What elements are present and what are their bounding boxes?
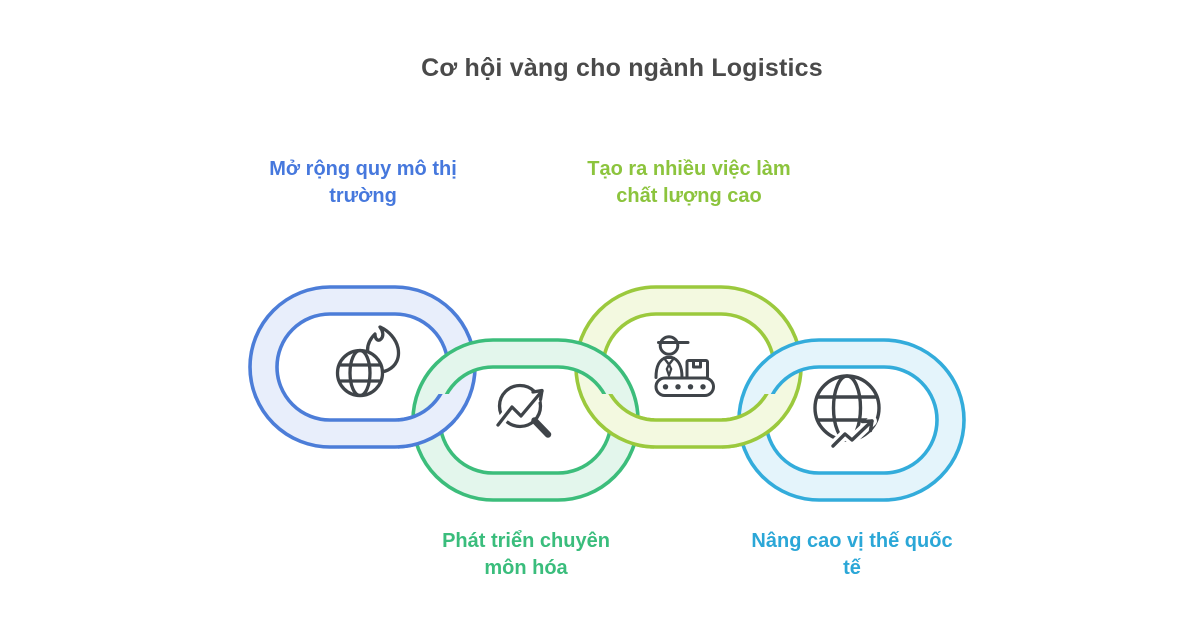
label-line: môn hóa <box>484 557 568 579</box>
label-line: Nâng cao vị thế quốc <box>751 530 953 552</box>
globe-growth-icon <box>813 374 881 451</box>
label-specialization: Phát triển chuyên môn hóa <box>366 528 686 582</box>
label-international-position: Nâng cao vị thế quốc tế <box>692 528 1012 582</box>
page-title: Cơ hội vàng cho ngành Logistics <box>421 54 823 82</box>
label-line: Phát triển chuyên <box>442 530 610 552</box>
label-market-expansion: Mở rộng quy mô thị trường <box>203 156 523 210</box>
label-quality-jobs: Tạo ra nhiều việc làm chất lượng cao <box>529 156 849 210</box>
label-line: Mở rộng quy mô thị <box>269 158 457 180</box>
label-line: tế <box>843 557 861 579</box>
chart-magnifier-icon <box>493 383 552 438</box>
globe-fire-icon <box>335 325 401 398</box>
label-line: trường <box>329 185 397 207</box>
label-line: Tạo ra nhiều việc làm <box>587 158 791 180</box>
worker-conveyor-icon <box>654 335 715 397</box>
label-line: chất lượng cao <box>616 185 762 207</box>
